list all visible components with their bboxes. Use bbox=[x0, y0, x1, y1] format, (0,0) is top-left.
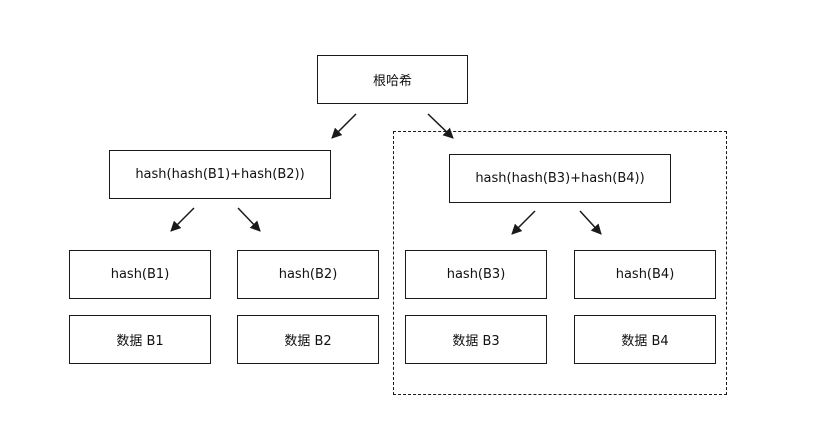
leaf-hash-node-b4: hash(B4) bbox=[574, 250, 716, 299]
leaf-hash-node-b1: hash(B1) bbox=[69, 250, 211, 299]
right-branch-hash-label: hash(hash(B3)+hash(B4)) bbox=[475, 171, 645, 186]
root-hash-node: 根哈希 bbox=[317, 55, 468, 104]
edge-right-to-b3-arrow bbox=[511, 210, 536, 235]
edge-left-to-b2-arrow bbox=[237, 207, 261, 232]
edge-left-to-b1-arrow bbox=[170, 207, 195, 232]
left-branch-hash-node: hash(hash(B1)+hash(B2)) bbox=[109, 150, 331, 199]
data-block-label-b1: 数据 B1 bbox=[116, 334, 164, 349]
left-branch-hash-label: hash(hash(B1)+hash(B2)) bbox=[135, 167, 305, 182]
data-block-node-b3: 数据 B3 bbox=[405, 315, 547, 364]
leaf-hash-label-b4: hash(B4) bbox=[615, 267, 675, 282]
leaf-hash-label-b1: hash(B1) bbox=[110, 267, 170, 282]
data-block-label-b4: 数据 B4 bbox=[621, 334, 669, 349]
data-block-label-b2: 数据 B2 bbox=[284, 334, 332, 349]
data-block-node-b2: 数据 B2 bbox=[237, 315, 379, 364]
right-branch-hash-node: hash(hash(B3)+hash(B4)) bbox=[449, 154, 671, 203]
leaf-hash-label-b3: hash(B3) bbox=[446, 267, 506, 282]
edge-root-to-left-arrow bbox=[331, 113, 357, 139]
data-block-node-b1: 数据 B1 bbox=[69, 315, 211, 364]
leaf-hash-node-b2: hash(B2) bbox=[237, 250, 379, 299]
root-hash-label: 根哈希 bbox=[372, 74, 412, 89]
data-block-node-b4: 数据 B4 bbox=[574, 315, 716, 364]
leaf-hash-node-b3: hash(B3) bbox=[405, 250, 547, 299]
right-subtree-highlight-frame bbox=[393, 131, 727, 395]
leaf-hash-label-b2: hash(B2) bbox=[278, 267, 338, 282]
edge-right-to-b4-arrow bbox=[579, 210, 602, 235]
edge-root-to-right-arrow bbox=[427, 113, 454, 139]
data-block-label-b3: 数据 B3 bbox=[452, 334, 500, 349]
